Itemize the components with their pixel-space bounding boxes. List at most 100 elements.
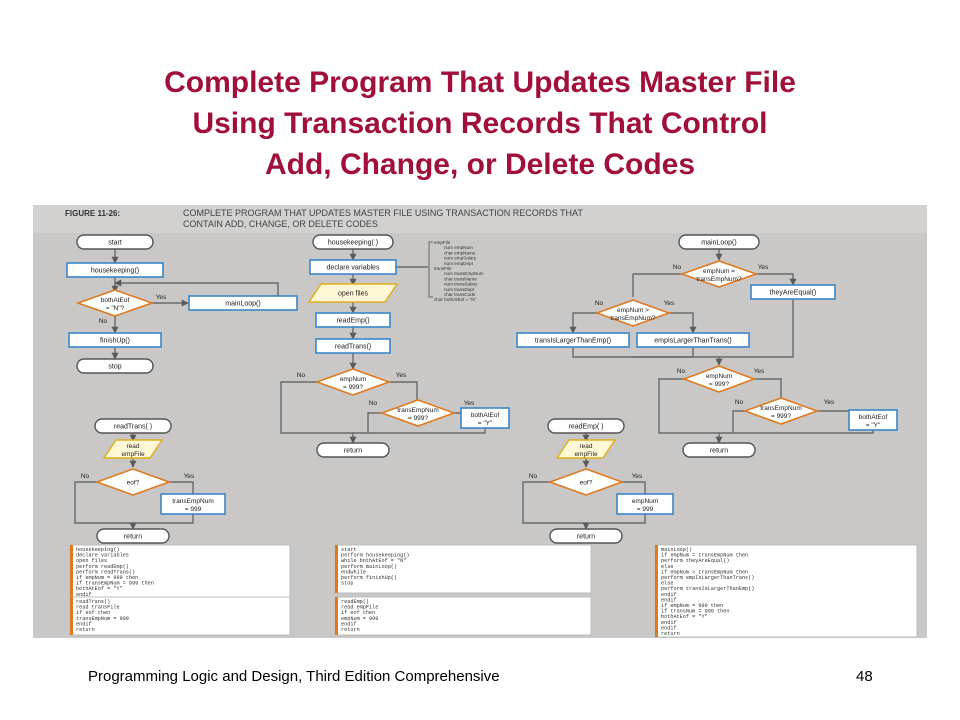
stop-terminal [76,358,154,374]
main-loop-terminal [678,234,760,250]
empnum-greater-decision-label-2: transEmpNum? [610,315,656,322]
declaration-line: num transDept [444,287,475,292]
code-line: perform theyAreEqual() [661,558,730,564]
rt-no [74,481,137,530]
code-panel-housekeeping-accent-bar [70,545,73,603]
hk-trans-no [367,412,382,433]
code-line: while bothAtEof = "N" [341,558,406,564]
code-panel-housekeeping-background [69,544,291,604]
code-line: if transNum = 999 then [661,609,730,615]
read-emp-call-box [315,312,391,328]
no-label: No [673,264,682,271]
ml-eq-yes [755,273,797,286]
flowchart-figure: FIGURE 11-26: COMPLETE PROGRAM THAT UPDA… [33,205,927,638]
read-trans-call-box [315,338,391,354]
main-loop-return-terminal-label: return [710,448,728,455]
set-emp-999-box-label-2: = 999 [637,506,654,513]
housekeeping-return-terminal-label: return [344,448,362,455]
code-panel-mainloop-accent-bar [655,545,658,637]
no-label: No [369,400,378,407]
finish-up-call-box-label: finishUp() [100,338,130,345]
declaration-line: num empNum [444,245,473,250]
read-emp-file-io-1 [102,439,164,459]
declare-variables-box [309,259,397,275]
set-emp-999-box-label-1: empNum [632,498,658,505]
ml-merge-b [633,347,694,358]
code-line: perform readTrans() [76,569,135,575]
ml-trans-no [732,410,746,433]
both-at-eof-decision-label-2: = "N"? [106,305,125,312]
set-both-at-eof-box-label-2: = "Y" [478,420,493,427]
emp-num-999-decision-label-2: = 999? [343,384,363,391]
main-trans-999-decision-label-1: transEmpNum [760,405,802,412]
code-panel-reademp-background [334,596,592,636]
yes-label: Yes [632,473,643,480]
ml-merge-e [719,430,874,434]
title-line-2: Using Transaction Records That Control [192,107,768,140]
both-at-eof-decision [75,289,155,317]
main-loop-call-box-label: mainLoop() [225,301,260,308]
rt-yes [169,481,194,495]
read-emp-terminal-label: readEmp( ) [568,424,603,431]
read-emp-terminal [547,418,625,434]
set-trans-999-box-label-1: transEmpNum [172,498,214,505]
open-files-io [307,283,399,303]
rt-merge [133,513,194,524]
code-line: perform finishUp() [341,575,397,581]
code-line: endif [76,621,92,627]
housekeeping-terminal-label: housekeeping( ) [328,240,378,247]
set-both-at-eof-box [460,407,510,429]
they-are-equal-box-label: theyAreEqual() [770,290,817,297]
yes-label: Yes [758,264,769,271]
read-trans-terminal [94,418,172,434]
code-line: endwhile [341,569,366,575]
empnum-greater-decision-label-1: empNum > [617,307,649,314]
main-set-both-box [848,409,898,431]
page-number: 48 [856,668,873,685]
trans-emp-num-999-decision-label-1: transEmpNum [397,407,439,414]
yes-label: Yes [156,294,167,301]
declaration-line: char transName [444,276,477,281]
declaration-line: num transSalary [444,282,478,287]
hk-yes-path [388,381,418,401]
read-trans-return-terminal-label: return [124,534,142,541]
code-line: housekeeping() [76,547,120,553]
code-line: perform housekeeping() [341,553,410,559]
code-panel-start-background [334,544,592,594]
main-emp-num-999-decision [681,365,757,393]
code-line: if transEmpNum = 999 then [76,581,154,587]
code-line: perform mainLoop() [341,564,397,570]
hk-no-path [280,381,357,444]
eof-decision-1 [94,468,172,496]
no-label: No [99,318,108,325]
empnum-equals-decision [679,260,759,288]
caption-line-2: CONTAIN ADD, CHANGE, OR DELETE CODES [183,219,378,229]
main-loop-return-terminal [682,442,756,458]
empnum-greater-decision [594,299,672,327]
code-line: empNum = 999 [341,616,378,622]
read-emp-return-terminal-label: return [577,534,595,541]
emp-num-999-decision [314,368,392,396]
footer-text: Programming Logic and Design, Third Edit… [88,668,500,685]
read-trans-return-terminal [96,528,170,544]
set-emp-999-box [616,493,674,515]
ml-gt-yes [667,312,697,334]
start-terminal-label: start [108,240,122,247]
declaration-line: transFile [434,266,452,271]
declaration-line: empFile [434,240,451,245]
empnum-equals-decision-label-1: empNum = [703,268,735,275]
both-at-eof-decision-label-1: bothAtEof [101,297,130,304]
code-line: return [76,627,95,633]
yes-label: Yes [396,372,407,379]
code-line: if empNum = 999 then [661,603,723,609]
code-line: perform empIsLargerThanTrans() [661,575,754,581]
code-line: endif [661,592,677,598]
code-panel-start: start perform housekeeping() while bothA… [334,544,592,594]
emp-larger-call-box [636,332,750,348]
read-emp-file-io-2-label-2: empFile [574,451,598,458]
re-no [522,481,590,530]
code-line: stop [341,581,353,587]
code-line: endif [341,621,357,627]
main-set-both-box-label-2: = "Y" [866,422,881,429]
code-line: else [661,581,673,587]
